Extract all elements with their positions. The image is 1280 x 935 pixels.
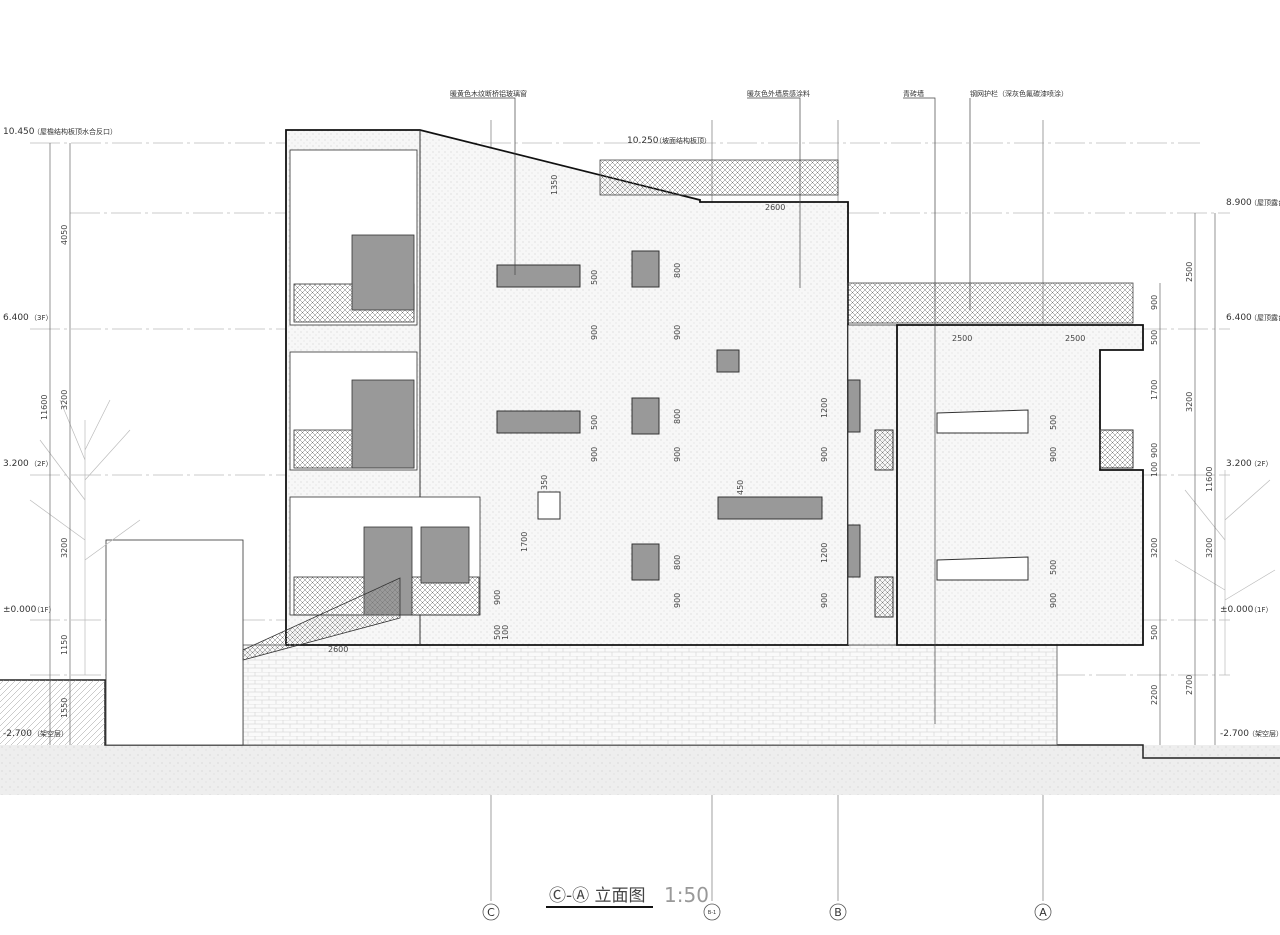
callout-brick: 青砖墙	[903, 89, 924, 98]
axis-a: A	[1039, 906, 1047, 919]
windows	[496, 250, 823, 581]
label-text: 2700	[1185, 675, 1194, 695]
label-text: 2600	[328, 645, 348, 654]
label-text: 900	[493, 590, 502, 605]
label-text: 500	[1049, 560, 1058, 575]
label-text: （屋顶露台2	[1250, 198, 1280, 207]
label-text: 1350	[550, 175, 559, 195]
label-text: 800	[673, 263, 682, 278]
axis-c: C	[487, 906, 495, 919]
label-text: 800	[673, 555, 682, 570]
label-text: （1F）	[1250, 606, 1272, 614]
label-text: （2F）	[1250, 460, 1272, 468]
dims-inner: 1350 2600 500 900 800 900 500 900 800 90…	[328, 175, 1085, 654]
levels-left: 10.450（屋檐结构板顶水合反口） 6.400（3F） 3.200（2F） ±…	[3, 127, 117, 739]
label-text: 900	[673, 447, 682, 462]
label-text: 8.900	[1226, 198, 1252, 208]
axis-bubbles	[482, 903, 1052, 921]
label-text: （3F）	[30, 314, 52, 322]
label-text: 2500	[1185, 262, 1194, 282]
dims-left: 4050 11600 3200 3200 1150 1550	[40, 225, 69, 718]
label-text: 4050	[60, 225, 69, 245]
levels-right: 8.900（屋顶露台2 6.400（屋顶露台1） 3.200（2F） ±0.00…	[1220, 198, 1280, 739]
dims-right: 2500 3200 11600 3200 2700 900 500 1700 9…	[1150, 262, 1214, 705]
callout-window: 暖黄色木纹断桥铝玻璃窗	[450, 89, 527, 98]
axis-b1: B-1	[708, 910, 716, 916]
label-text: 3200	[60, 390, 69, 410]
label-text: 2500	[1065, 334, 1085, 343]
label-text: 350	[540, 475, 549, 490]
label-text: 2500	[952, 334, 972, 343]
label-text: 900	[673, 593, 682, 608]
brick-base-wall	[242, 644, 1058, 746]
label-text: 1200	[820, 398, 829, 418]
label-text: 500	[590, 270, 599, 285]
axis-b: B	[834, 906, 842, 919]
label-text: 6.400	[3, 313, 29, 323]
label-text: 500	[590, 415, 599, 430]
label-text: 500	[1049, 415, 1058, 430]
label-text: 3.200	[3, 459, 29, 469]
label-text: 1700	[1150, 380, 1159, 400]
label-text: 500	[493, 625, 502, 640]
drawing-scale: 1:50	[664, 883, 709, 907]
label-text: 100	[1150, 462, 1159, 477]
callout-railing: 钢网护栏（深灰色氟碳漆喷涂）	[970, 89, 1068, 98]
label-text: -2.700	[3, 729, 32, 739]
label-text: 500	[1150, 625, 1159, 640]
callout-wall-paint: 暖灰色外墙质感涂料	[747, 89, 810, 98]
label-text: 3.200	[1226, 459, 1252, 469]
label-text: 800	[673, 409, 682, 424]
ground	[0, 745, 1280, 795]
label-text: 450	[736, 480, 745, 495]
label-text: 1150	[60, 635, 69, 655]
label-text: 6.400	[1226, 313, 1252, 323]
right-block	[896, 324, 1144, 646]
label-text: 3200	[1205, 538, 1214, 558]
label-text: （2F）	[30, 460, 52, 468]
tree-icon	[29, 399, 1276, 675]
label-text: 900	[1049, 593, 1058, 608]
label-text: 11600	[40, 395, 49, 420]
label-text: （架空层）	[1248, 729, 1280, 738]
label-text: 2600	[765, 203, 785, 212]
label-text: （坡面结构板顶）	[655, 136, 711, 145]
balconies	[289, 149, 481, 616]
label-text: 900	[1150, 295, 1159, 310]
label-text: 11600	[1205, 467, 1214, 492]
label-text: 1550	[60, 698, 69, 718]
label-text: （屋檐结构板顶水合反口）	[33, 127, 117, 136]
label-text: 900	[820, 447, 829, 462]
label-text: （架空层）	[33, 729, 68, 738]
label-text: 2200	[1150, 685, 1159, 705]
label-text: 3200	[1185, 392, 1194, 412]
label-text: 900	[1049, 447, 1058, 462]
label-text: 900	[590, 325, 599, 340]
side-wall	[105, 539, 244, 746]
label-text: 3200	[1150, 538, 1159, 558]
label-text: （屋顶露台1）	[1250, 313, 1280, 322]
label-text: 900	[590, 447, 599, 462]
label-text: 3200	[60, 538, 69, 558]
label-text: 10.450	[3, 127, 35, 137]
label-text: 1700	[520, 532, 529, 552]
label-text: 1200	[820, 543, 829, 563]
label-text: -2.700	[1220, 729, 1249, 739]
label-text: 900	[1150, 443, 1159, 458]
label-text: ±0.000	[3, 605, 37, 615]
label-text: 500	[1150, 330, 1159, 345]
roof-railing	[847, 282, 1134, 324]
label-text: 900	[820, 593, 829, 608]
label-text: ±0.000	[1220, 605, 1254, 615]
label-text: 100	[501, 625, 510, 640]
label-text: 900	[673, 325, 682, 340]
label-text: （1F）	[33, 606, 55, 614]
drawing-title: Ⓒ-Ⓐ 立面图	[549, 886, 646, 906]
roof-level: 10.250	[627, 136, 659, 146]
